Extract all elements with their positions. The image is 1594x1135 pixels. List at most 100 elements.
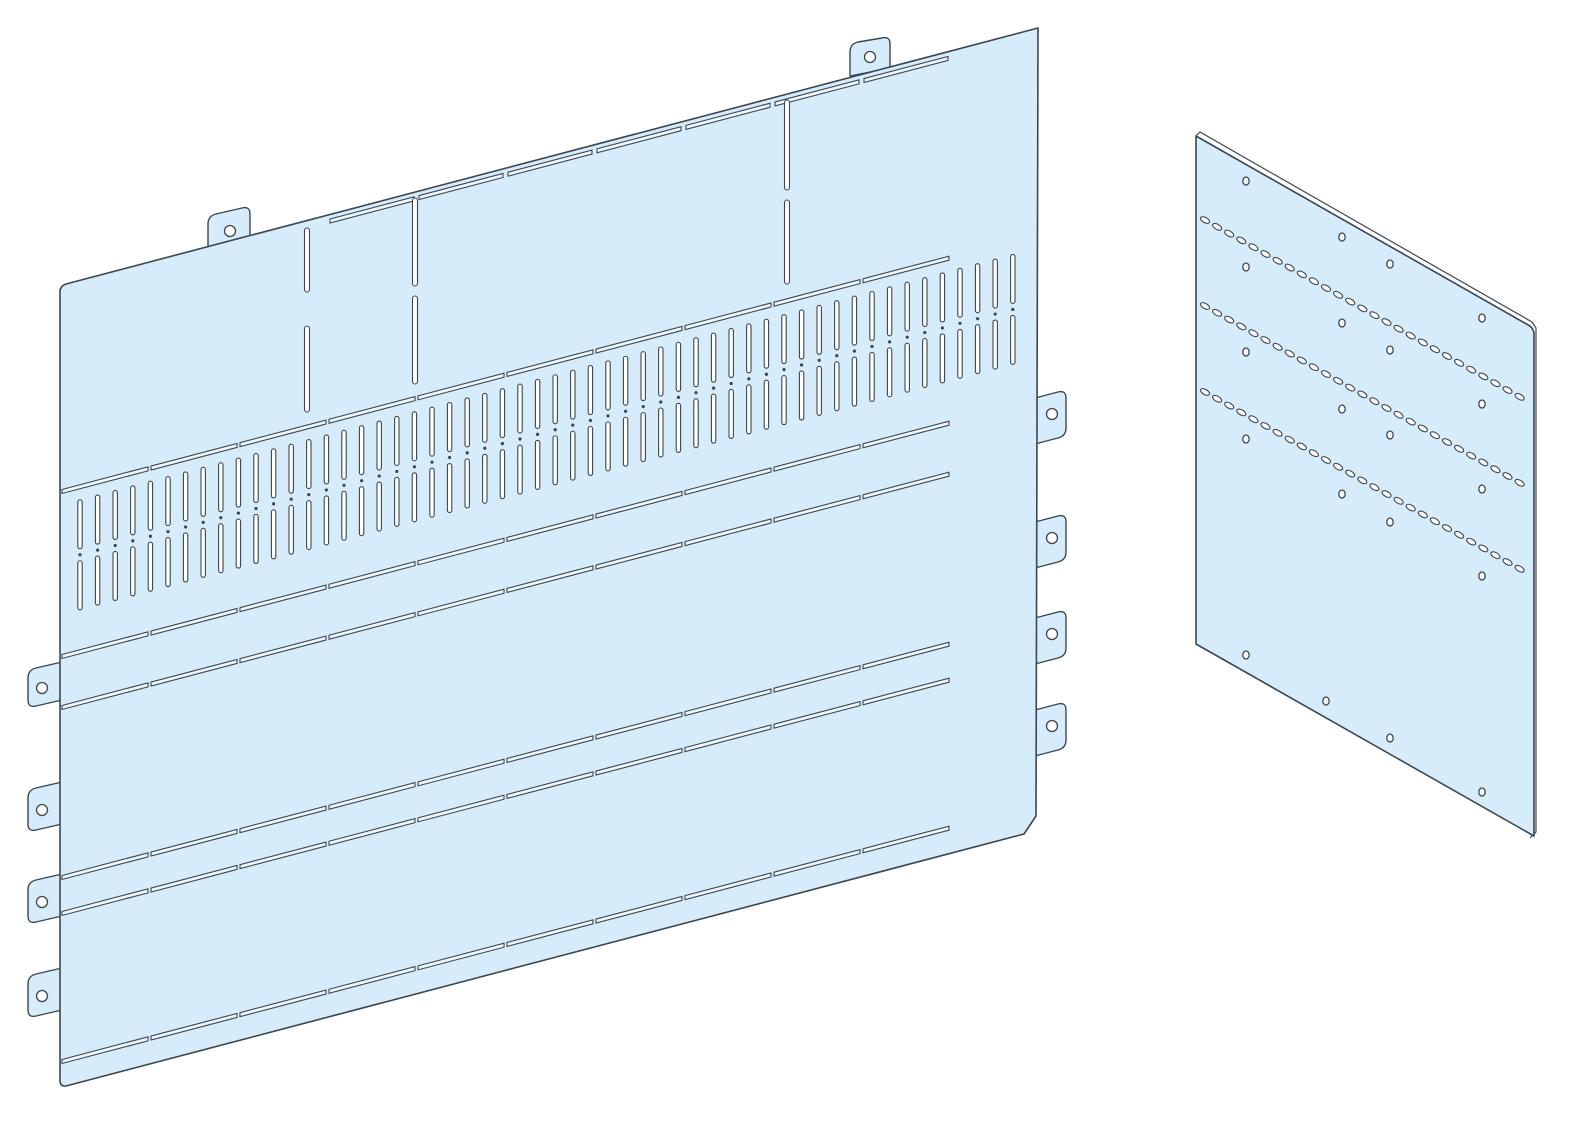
perforation-slot (570, 369, 576, 420)
perforation-dot (905, 335, 909, 339)
rib-segment (150, 828, 238, 857)
perforation-slot (693, 337, 699, 388)
oval-slot (1284, 435, 1295, 444)
plate-body-large (59, 27, 1039, 1087)
long-slot (303, 227, 311, 293)
oval-slot (1296, 442, 1307, 451)
perforation-dot (782, 367, 786, 372)
perforation-band (77, 253, 1016, 611)
rib-segment (684, 872, 772, 901)
oval-slot (1490, 465, 1501, 474)
fixing-hole (1478, 484, 1486, 494)
perforation-slot (253, 452, 259, 504)
fixing-hole (1242, 347, 1250, 357)
fixing-hole (1386, 733, 1394, 743)
perforation-slot (429, 406, 435, 457)
oval-slot (1345, 469, 1356, 478)
long-slot (411, 295, 419, 385)
perforation-dot (641, 405, 645, 409)
oval-slot (1333, 290, 1344, 299)
perforation-slot (869, 351, 875, 402)
perforation-dot (712, 386, 716, 390)
oval-slot (1490, 379, 1501, 388)
rib-segment (684, 302, 772, 331)
vertical-slots-upper (303, 99, 791, 413)
oval-slot (1393, 496, 1404, 505)
oval-slot (1429, 431, 1440, 440)
perforation-dot (993, 312, 997, 316)
tab-hole (35, 895, 49, 909)
perforation-slot (710, 393, 717, 444)
perforation-slot (376, 420, 382, 471)
perforation-slot (939, 272, 946, 323)
oval-slot (1369, 397, 1380, 406)
rib-segment (239, 841, 327, 870)
rib-segment (239, 989, 327, 1018)
rib-segment (506, 349, 594, 378)
perforation-slot (165, 537, 171, 588)
perforation-slot (728, 388, 734, 440)
perforation-dot (659, 400, 663, 404)
oval-slot (1405, 503, 1416, 512)
perforation-slot (693, 398, 699, 449)
oval-slot (1441, 524, 1453, 532)
oval-slot (1333, 462, 1344, 471)
rib-segment (417, 537, 505, 566)
perforation-dot (430, 460, 434, 464)
stiffening-ribs (61, 55, 950, 1065)
fixing-hole (1478, 313, 1486, 323)
perforation-dot (166, 529, 170, 534)
fixing-holes-small (1242, 176, 1486, 797)
oval-slot (1502, 472, 1513, 480)
perforation-dot (817, 358, 821, 362)
rib-segment (61, 682, 149, 711)
long-slot (303, 325, 311, 413)
oval-slot (1466, 451, 1477, 460)
perforation-slot (323, 434, 330, 485)
perforation-dot (254, 506, 258, 511)
tab-hole (1045, 627, 1059, 641)
perforation-slot (235, 457, 242, 508)
oval-slot (1357, 304, 1368, 313)
perforation-slot (77, 560, 83, 611)
rib-segment (239, 805, 327, 834)
rib-segment (773, 700, 861, 729)
mounting-plate-small (1195, 131, 1537, 839)
rib-segment (862, 255, 950, 284)
oval-slot (1357, 476, 1368, 485)
oval-slot (1272, 428, 1283, 437)
perforation-dot (536, 432, 540, 436)
perforation-dot (500, 442, 504, 446)
fixing-hole (1322, 696, 1330, 706)
perforation-slot (922, 277, 928, 328)
tab-hole (1045, 719, 1059, 733)
oval-slot (1320, 370, 1332, 378)
perforation-slot (816, 304, 822, 355)
rib-segment (596, 125, 682, 154)
perforation-dot (976, 317, 980, 321)
perforation-slot (306, 439, 312, 490)
rib-segment (328, 781, 416, 810)
slot-rows-small (1199, 216, 1525, 573)
rib-segment (150, 658, 238, 687)
perforation-slot (816, 365, 822, 416)
perforation-slot (640, 412, 646, 463)
perforation-slot (904, 342, 910, 393)
oval-slot (1212, 394, 1223, 403)
rib-segment (61, 1036, 149, 1065)
tab-hole (1045, 531, 1059, 545)
rib-segment (684, 518, 772, 547)
perforation-slot (798, 370, 805, 421)
perforation-dot (747, 377, 751, 381)
oval-slot (1369, 311, 1380, 320)
oval-slot (1502, 386, 1513, 394)
perforation-slot (957, 267, 963, 318)
oval-slot (1284, 349, 1295, 358)
oval-slot (1514, 564, 1525, 573)
perforation-slot (781, 314, 787, 365)
perforation-slot (710, 332, 717, 383)
perforation-slot (112, 550, 118, 602)
oval-slot (1429, 345, 1440, 354)
oval-slot (1199, 216, 1211, 224)
perforation-dot (729, 381, 733, 386)
